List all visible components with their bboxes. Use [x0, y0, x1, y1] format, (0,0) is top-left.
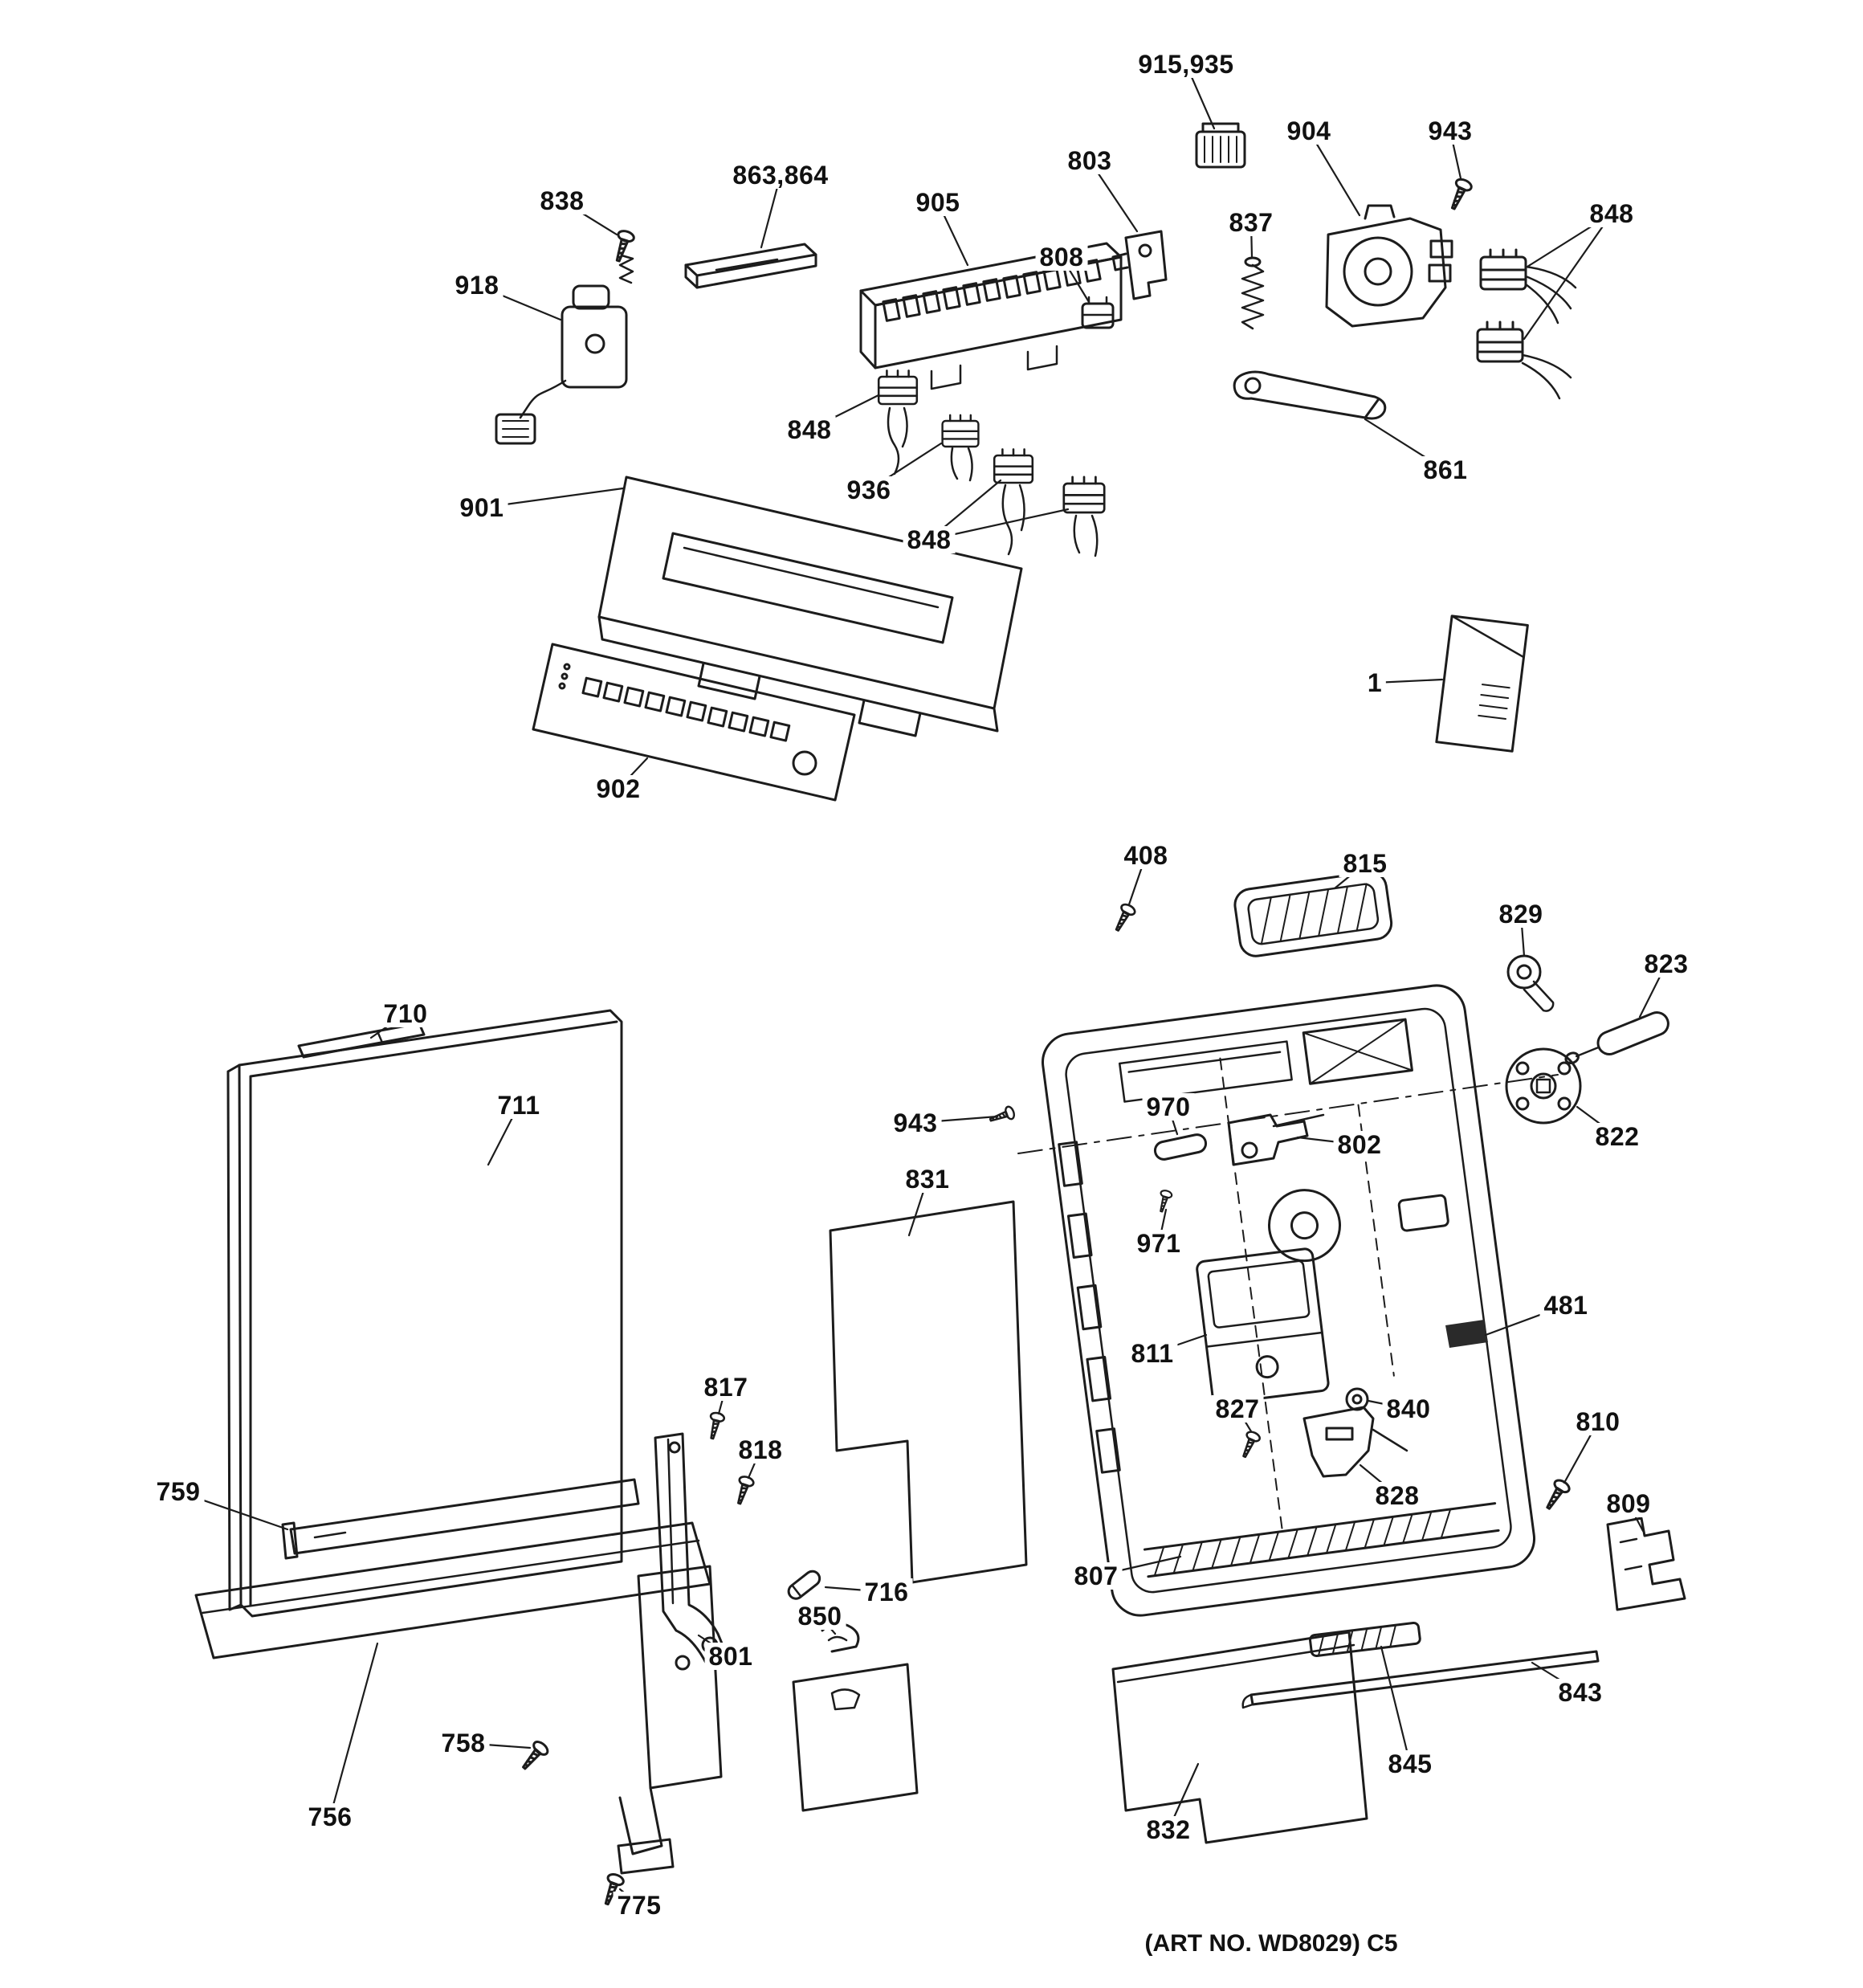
part-label-848-right: 848 [1585, 200, 1638, 227]
part-label-902: 902 [592, 775, 645, 802]
part-848-harness-lower [993, 448, 1106, 557]
part-818-screw [731, 1474, 756, 1507]
part-label-823: 823 [1640, 950, 1693, 978]
part-label-809: 809 [1602, 1490, 1655, 1517]
part-label-832: 832 [1142, 1816, 1195, 1843]
part-label-971: 971 [1132, 1230, 1185, 1257]
part-936-connector [941, 414, 980, 482]
part-label-843: 843 [1554, 1679, 1607, 1706]
part-label-838: 838 [536, 187, 589, 214]
part-label-817: 817 [699, 1374, 752, 1401]
part-label-831: 831 [901, 1165, 954, 1193]
part-970-pad [1153, 1133, 1208, 1161]
part-809-bracket [1606, 1517, 1686, 1611]
part-label-845: 845 [1384, 1750, 1437, 1778]
part-label-970: 970 [1142, 1093, 1195, 1121]
part-label-848-mid: 848 [783, 416, 836, 443]
part-label-918: 918 [450, 271, 503, 299]
part-971-screw [1155, 1188, 1174, 1214]
part-831-insulation [829, 1200, 1028, 1584]
part-label-863-864: 863,864 [728, 161, 833, 189]
part-label-803: 803 [1063, 147, 1116, 174]
part-902-panel-overlay [532, 643, 856, 802]
part-848-harness-mid [877, 369, 919, 476]
part-label-802: 802 [1333, 1131, 1386, 1158]
art-no-text: (ART NO. WD8029) C5 [1144, 1930, 1398, 1957]
part-801-hinge [654, 1432, 728, 1666]
part-label-710: 710 [379, 1000, 432, 1027]
part-label-811: 811 [1127, 1340, 1178, 1367]
part-label-807: 807 [1070, 1562, 1123, 1590]
part-408-screw [1110, 901, 1138, 935]
part-label-818: 818 [734, 1436, 787, 1463]
part-803-switch [1111, 230, 1168, 300]
part-918-switch [495, 284, 628, 445]
part-label-711: 711 [493, 1092, 544, 1119]
part-label-850: 850 [793, 1602, 846, 1630]
part-802-latch [1227, 1113, 1325, 1166]
part-759-access-strip [281, 1478, 640, 1560]
part-756-access-panel [194, 1521, 723, 1875]
part-829-grommet [1506, 954, 1555, 1012]
part-label-758: 758 [437, 1729, 490, 1757]
part-label-915-935: 915,935 [1134, 51, 1238, 78]
part-901-escutcheon [597, 476, 1023, 737]
part-810-screw [1540, 1476, 1573, 1514]
part-label-759: 759 [152, 1478, 205, 1505]
part-848-harness-right [1476, 248, 1577, 400]
part-label-827: 827 [1211, 1395, 1264, 1423]
part-807-inner-door [1042, 984, 1536, 1617]
part-label-801: 801 [704, 1643, 757, 1670]
part-label-837: 837 [1225, 209, 1278, 236]
part-label-829: 829 [1494, 900, 1547, 928]
part-827-screw [1237, 1429, 1262, 1461]
part-863-864-bracket [684, 243, 817, 289]
part-label-905: 905 [911, 189, 964, 216]
part-1-literature [1435, 614, 1529, 753]
part-label-904: 904 [1282, 117, 1335, 145]
part-label-936: 936 [842, 476, 895, 504]
part-845-strip [1308, 1622, 1421, 1658]
part-850-sheet [792, 1663, 919, 1812]
part-711-door-panel [226, 1009, 623, 1618]
part-838-screw [609, 227, 637, 284]
part-label-408: 408 [1119, 842, 1172, 869]
part-label-822: 822 [1591, 1123, 1644, 1150]
part-943-screw-door [987, 1104, 1017, 1127]
part-label-815: 815 [1339, 850, 1392, 877]
part-label-775: 775 [613, 1892, 666, 1919]
part-832-bottom-panel [1111, 1631, 1368, 1844]
part-843-rod [1241, 1650, 1600, 1709]
part-904-timer [1325, 204, 1453, 328]
part-label-1: 1 [1363, 669, 1387, 696]
part-943-screw-top [1445, 176, 1474, 213]
part-label-848-lower: 848 [903, 526, 956, 553]
part-label-716: 716 [860, 1578, 913, 1606]
part-861-rod [1233, 370, 1387, 420]
part-label-481: 481 [1539, 1292, 1592, 1319]
part-label-861: 861 [1419, 456, 1472, 484]
part-915-935-connector [1195, 122, 1246, 169]
part-label-840: 840 [1382, 1395, 1435, 1423]
center-line [1017, 1074, 1559, 1154]
part-817-screw [704, 1410, 727, 1442]
part-837-spring [1241, 256, 1265, 330]
part-716-pin [787, 1570, 821, 1600]
part-label-901: 901 [455, 494, 508, 521]
part-815-vent [1233, 871, 1393, 957]
part-823-handle [1564, 1011, 1669, 1065]
part-label-943-door: 943 [889, 1109, 942, 1137]
part-label-828: 828 [1371, 1482, 1424, 1509]
part-label-943-top: 943 [1424, 117, 1477, 145]
part-822-dial [1505, 1047, 1582, 1125]
part-828-strike [1302, 1406, 1408, 1478]
part-label-756: 756 [304, 1803, 357, 1831]
part-label-810: 810 [1572, 1408, 1625, 1435]
part-481-plate [1445, 1320, 1488, 1348]
part-811-dispenser [1196, 1247, 1330, 1405]
part-label-808: 808 [1035, 243, 1088, 271]
part-758-screw [516, 1737, 552, 1774]
